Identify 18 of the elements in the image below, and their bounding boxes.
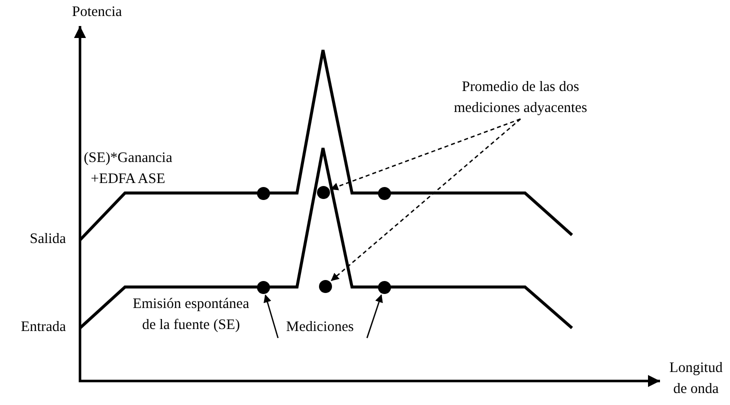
leader-arrow bbox=[366, 294, 383, 338]
trace-label: Emisión espontánea de la fuente (SE) bbox=[132, 295, 250, 335]
callout-text: Mediciones bbox=[270, 317, 370, 338]
callout-text: Promedio de las dos mediciones adyacentes bbox=[428, 77, 613, 119]
measurement-dot bbox=[378, 186, 390, 200]
dashed-leader-arrow bbox=[330, 118, 521, 281]
axis-label: Longitud de onda bbox=[668, 359, 724, 399]
measurement-dot bbox=[378, 280, 390, 294]
level-label: Salida bbox=[28, 230, 66, 249]
level-label: Entrada bbox=[20, 318, 66, 337]
measurement-dot bbox=[318, 280, 332, 292]
axis-label: Potencia bbox=[71, 3, 123, 22]
leader-arrow bbox=[264, 294, 279, 338]
measurement-dot bbox=[256, 186, 270, 200]
dashed-leader-arrow bbox=[330, 118, 521, 190]
measurement-dot bbox=[256, 280, 270, 294]
trace-label: (SE)*Ganancia +EDFA ASE bbox=[82, 149, 174, 189]
measurement-dot bbox=[316, 186, 330, 198]
